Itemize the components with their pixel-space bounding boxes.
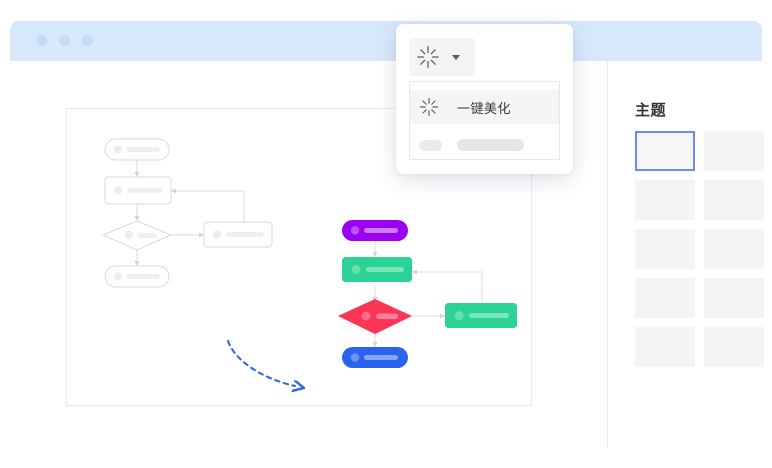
theme-swatch-9[interactable] <box>635 327 695 367</box>
theme-panel-title: 主题 <box>635 102 667 119</box>
plain-connector-process2-process1 <box>170 188 245 222</box>
beautify-dropdown-trigger[interactable] <box>409 38 475 76</box>
styled-connector-process2-process1 <box>411 269 483 303</box>
styled-node-process-1 <box>342 257 412 282</box>
menu-skeleton-row[interactable] <box>410 131 559 159</box>
theme-swatch-1[interactable] <box>635 131 695 171</box>
theme-swatch-10[interactable] <box>704 327 764 367</box>
plain-node-decision <box>101 220 173 251</box>
styled-node-process-2 <box>445 303 517 328</box>
panel-divider <box>607 61 608 448</box>
styled-flowchart-group <box>338 220 517 368</box>
theme-swatch-7[interactable] <box>635 278 695 318</box>
maximize-dot-icon[interactable] <box>82 35 93 46</box>
traffic-light-group <box>36 35 93 46</box>
sparkle-beautify-icon <box>416 45 440 69</box>
styled-node-start <box>342 220 408 241</box>
theme-swatch-8[interactable] <box>704 278 764 318</box>
theme-panel: 主题 <box>618 61 764 448</box>
menu-item-label: 一键美化 <box>457 100 512 116</box>
theme-swatch-3[interactable] <box>635 180 695 220</box>
plain-flowchart-group <box>101 138 273 288</box>
plain-node-process-1 <box>104 176 172 205</box>
theme-swatch-4[interactable] <box>704 180 764 220</box>
skeleton-pill-large <box>457 139 524 151</box>
plain-node-end <box>104 265 170 288</box>
theme-swatch-5[interactable] <box>635 229 695 269</box>
flowchart-illustration <box>101 138 517 407</box>
workspace: 主题 <box>10 61 764 448</box>
plain-node-start <box>104 138 170 161</box>
styled-node-end <box>342 347 408 368</box>
styled-node-decision <box>338 299 412 334</box>
sparkle-beautify-icon <box>419 97 439 117</box>
beautify-dropdown-menu: 一键美化 <box>409 81 560 160</box>
menu-item-one-click-beautify[interactable]: 一键美化 <box>410 90 559 124</box>
beautify-popup: 一键美化 <box>396 24 573 174</box>
plain-node-process-2 <box>203 221 273 248</box>
skeleton-pill-small <box>419 139 442 151</box>
theme-swatch-2[interactable] <box>704 131 764 171</box>
minimize-dot-icon[interactable] <box>59 35 70 46</box>
close-dot-icon[interactable] <box>36 35 47 46</box>
chevron-down-icon <box>452 54 460 60</box>
beautify-transition-arrow <box>227 340 295 386</box>
theme-swatch-6[interactable] <box>704 229 764 269</box>
theme-swatch-grid <box>635 131 764 367</box>
window-title-bar <box>10 21 762 61</box>
